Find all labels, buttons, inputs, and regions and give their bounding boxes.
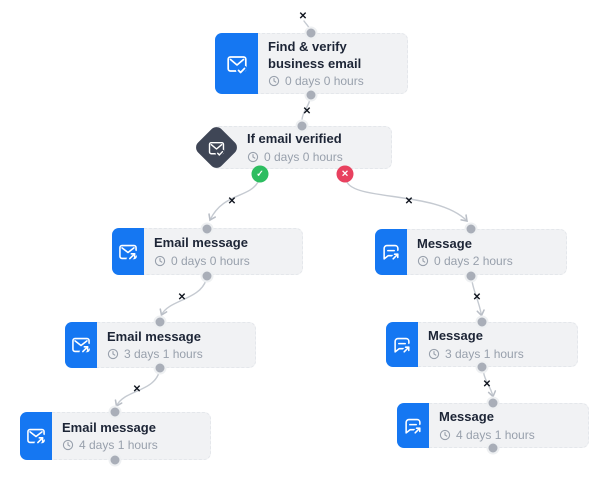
connector-dot [304,26,318,40]
node-title: Message [417,235,472,251]
delete-connector-button[interactable]: ✕ [177,292,187,303]
connector-dot [486,441,500,455]
node-title: Email message [107,328,201,344]
check-icon: ✓ [256,168,264,179]
clock-icon [62,440,74,451]
node-delay-text: 0 days 0 hours [264,149,343,164]
wire-yes-branch [208,181,259,222]
node-delay-text: 0 days 2 hours [434,254,513,269]
delete-connector-button[interactable]: ✕ [482,379,492,390]
connector-dot [486,396,500,410]
node-find-verify-email[interactable]: Find & verify business email 0 days 0 ho… [215,33,408,94]
wire-email2-to-email3 [114,371,160,408]
connector-dot [108,453,122,467]
connector-dot [464,269,478,283]
node-message-2[interactable]: Message 3 days 1 hours [386,322,578,367]
delete-connector-button[interactable]: ✕ [404,196,414,207]
cross-icon: ✕ [341,168,349,179]
message-send-icon [397,403,429,448]
delete-connector-button[interactable]: ✕ [298,11,308,22]
connector-dot [295,119,309,133]
clock-icon [428,348,440,360]
wire-email1-to-email2 [159,279,207,317]
connector-dot [153,315,167,329]
node-delay-text: 4 days 1 hours [456,427,535,442]
email-send-icon [112,228,144,275]
clock-icon [417,256,429,267]
connector-dot [464,222,478,236]
connector-dot [200,222,214,236]
clock-icon [268,76,280,87]
node-title: Message [428,328,483,344]
connector-dot [475,360,489,374]
wire-no-branch [346,181,468,222]
condition-email-verified-icon [193,123,240,171]
node-title: Email message [62,419,156,435]
branch-yes-badge: ✓ [251,165,269,183]
wire-message2-to-message3 [482,371,497,398]
message-send-icon [375,229,407,275]
verify-email-icon [215,33,258,94]
delete-connector-button[interactable]: ✕ [227,196,237,207]
node-delay-text: 3 days 1 hours [445,346,524,361]
delete-connector-button[interactable]: ✕ [302,106,312,117]
connector-dot [200,269,214,283]
message-send-icon [386,322,418,367]
node-delay-text: 4 days 1 hours [79,438,158,453]
node-title: Message [439,409,494,425]
node-email-message-2[interactable]: Email message 3 days 1 hours [65,322,256,368]
node-title: Email message [154,235,248,251]
node-title: If email verified [247,131,342,147]
branch-no-badge: ✕ [336,165,354,183]
clock-icon [107,349,119,360]
node-delay-text: 0 days 0 hours [171,253,250,268]
clock-icon [439,429,451,441]
delete-connector-button[interactable]: ✕ [132,384,142,395]
delete-connector-button[interactable]: ✕ [472,292,482,303]
node-delay-text: 3 days 1 hours [124,347,203,362]
connector-dot [153,361,167,375]
connector-dot [108,405,122,419]
connector-dot [304,88,318,102]
node-delay-text: 0 days 0 hours [285,74,364,89]
clock-icon [247,151,259,163]
wire-message1-to-message2 [471,280,485,317]
email-send-icon [65,322,97,368]
connector-dot [475,315,489,329]
clock-icon [154,255,166,267]
node-title: Find & verify business email [268,38,362,71]
email-send-icon [20,412,52,460]
node-message-1[interactable]: Message 0 days 2 hours [375,229,567,275]
